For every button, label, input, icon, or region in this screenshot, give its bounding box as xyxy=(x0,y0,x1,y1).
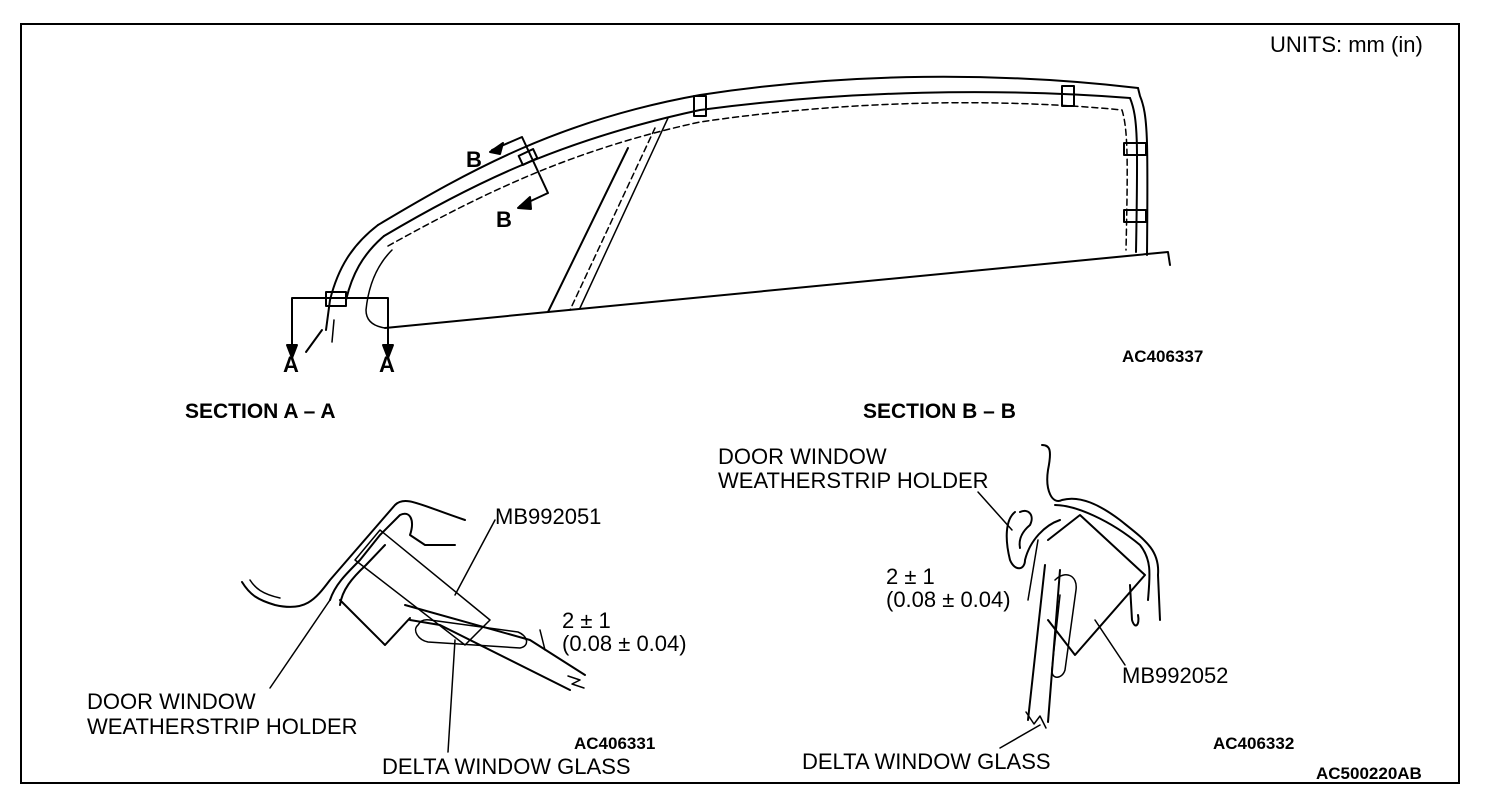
section-a-gap-value: 2 ± 1 xyxy=(562,608,611,633)
section-a-holder-label-line2: WEATHERSTRIP HOLDER xyxy=(87,714,358,739)
section-b-holder-label-line1: DOOR WINDOW xyxy=(718,444,887,469)
section-b-marker-top: B xyxy=(466,147,482,172)
section-a-code: AC406331 xyxy=(574,734,656,753)
section-b-drawing xyxy=(978,445,1160,748)
top-view-code: AC406337 xyxy=(1122,347,1204,366)
section-a-gap-value-in: (0.08 ± 0.04) xyxy=(562,631,687,656)
units-label: UNITS: mm (in) xyxy=(1270,32,1423,57)
figure-frame xyxy=(20,23,1460,784)
section-b-glass-label: DELTA WINDOW GLASS xyxy=(802,749,1051,774)
section-b-holder-label-line2: WEATHERSTRIP HOLDER xyxy=(718,468,989,493)
figure-code: AC500220AB xyxy=(1316,764,1422,783)
section-a-marker-left: A xyxy=(283,352,299,377)
section-a-tool-label: MB992051 xyxy=(495,504,602,529)
section-b-tool-label: MB992052 xyxy=(1122,663,1229,688)
section-b-marker-bottom: B xyxy=(496,207,512,232)
section-a-title: SECTION A – A xyxy=(185,400,336,423)
section-a-holder-label-line1: DOOR WINDOW xyxy=(87,689,256,714)
section-a-cut-line xyxy=(287,298,393,358)
section-b-cut-line xyxy=(490,137,548,209)
section-a-glass-label: DELTA WINDOW GLASS xyxy=(382,754,631,779)
section-b-title: SECTION B – B xyxy=(863,400,1016,423)
section-b-gap-value: 2 ± 1 xyxy=(886,564,935,589)
section-a-marker-right: A xyxy=(379,352,395,377)
section-a-drawing xyxy=(242,501,585,752)
section-b-code: AC406332 xyxy=(1213,734,1295,753)
door-frame-drawing xyxy=(306,77,1170,352)
section-b-gap-value-in: (0.08 ± 0.04) xyxy=(886,587,1011,612)
